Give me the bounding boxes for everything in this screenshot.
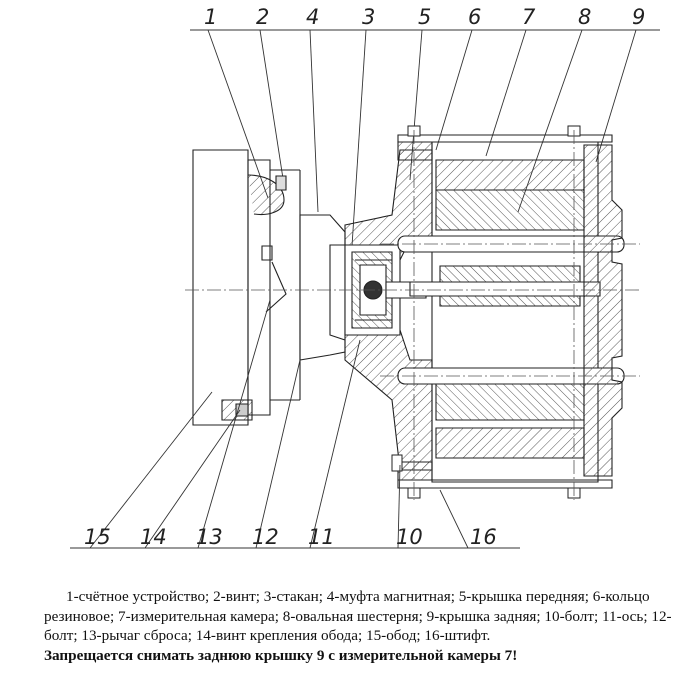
callout-7: 7 xyxy=(522,5,536,29)
callout-13: 13 xyxy=(196,525,223,549)
callout-2: 2 xyxy=(256,5,269,29)
legend-text: 1-счётное устройство; 2-винт; 3-стакан; … xyxy=(44,588,672,644)
measuring-chamber xyxy=(398,135,612,488)
callout-3: 3 xyxy=(362,5,375,29)
bottom-callouts: 15 14 13 12 11 10 16 xyxy=(84,525,497,549)
warning-text: Запрещается снимать заднюю крышку 9 с из… xyxy=(44,646,518,664)
assembly-drawing: 1 2 4 3 5 6 7 8 9 xyxy=(0,5,700,549)
counter-device xyxy=(193,150,300,425)
callout-5: 5 xyxy=(418,5,431,29)
callout-12: 12 xyxy=(252,525,279,549)
centre-lines xyxy=(185,130,640,500)
top-callouts: 1 2 4 3 5 6 7 8 9 xyxy=(204,5,645,29)
callout-8: 8 xyxy=(578,5,591,29)
callout-15: 15 xyxy=(84,525,111,549)
callout-9: 9 xyxy=(632,5,645,29)
callout-4: 4 xyxy=(306,5,319,29)
callout-1: 1 xyxy=(204,5,217,29)
callout-11: 11 xyxy=(308,525,335,549)
callout-10: 10 xyxy=(396,525,423,549)
callout-16: 16 xyxy=(470,525,497,549)
front-cover xyxy=(300,150,432,470)
callout-14: 14 xyxy=(140,525,167,549)
rear-cover xyxy=(584,145,622,476)
callout-6: 6 xyxy=(468,5,481,29)
legend-block: 1-счётное устройство; 2-винт; 3-стакан; … xyxy=(44,587,676,665)
bottom-leaders xyxy=(70,300,520,548)
